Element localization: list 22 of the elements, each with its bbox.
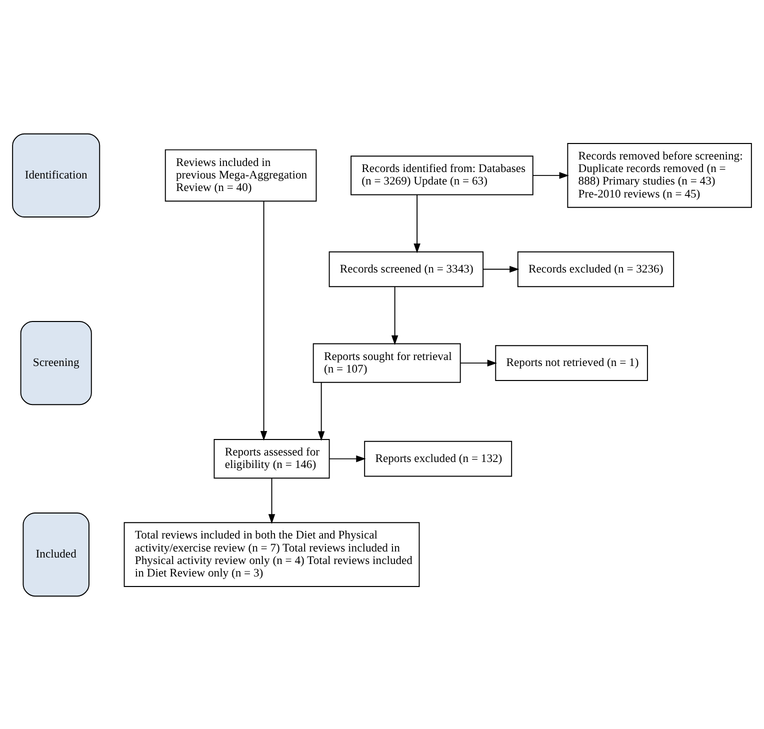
node-box: Reports excluded (n = 132) xyxy=(364,440,512,476)
node-box: Reports assessed for eligibility (n = 146) xyxy=(214,438,330,478)
node-box: Records excluded (n = 3236) xyxy=(517,250,674,287)
node-box: Screening xyxy=(20,320,92,405)
arrow xyxy=(318,381,325,440)
node-box: Reports not retrieved (n = 1) xyxy=(495,344,648,380)
arrow xyxy=(391,286,398,345)
arrow xyxy=(268,477,276,524)
arrow xyxy=(260,200,268,440)
node-box: Reports sought for retrieval (n = 107) xyxy=(312,342,461,382)
arrow xyxy=(532,172,569,178)
arrow xyxy=(460,359,497,366)
node-box: Total reviews included in both the Diet and Physical activity/exercise review (n = 7) Total reviews included in Physical activity review only (n = 4) Total reviews included in Diet Review only (n = 3) xyxy=(124,522,420,586)
arrow xyxy=(328,454,366,462)
node-box: Records removed before screening: Duplicate records removed (n = 888) Primary studies (n = 43) Pre-2010 reviews (n = 45) xyxy=(567,142,752,208)
node-box: Records identified from: Databases (n = 3269) Update (n = 63) xyxy=(350,155,534,195)
node-box: Reviews included in previous Mega-Aggregation Review (n = 40) xyxy=(164,148,317,202)
node-box: Identification xyxy=(12,132,100,218)
arrow xyxy=(482,265,520,272)
arrow xyxy=(414,194,420,253)
node-box: Records screened (n = 3343) xyxy=(328,250,484,287)
node-box: Included xyxy=(22,512,90,596)
